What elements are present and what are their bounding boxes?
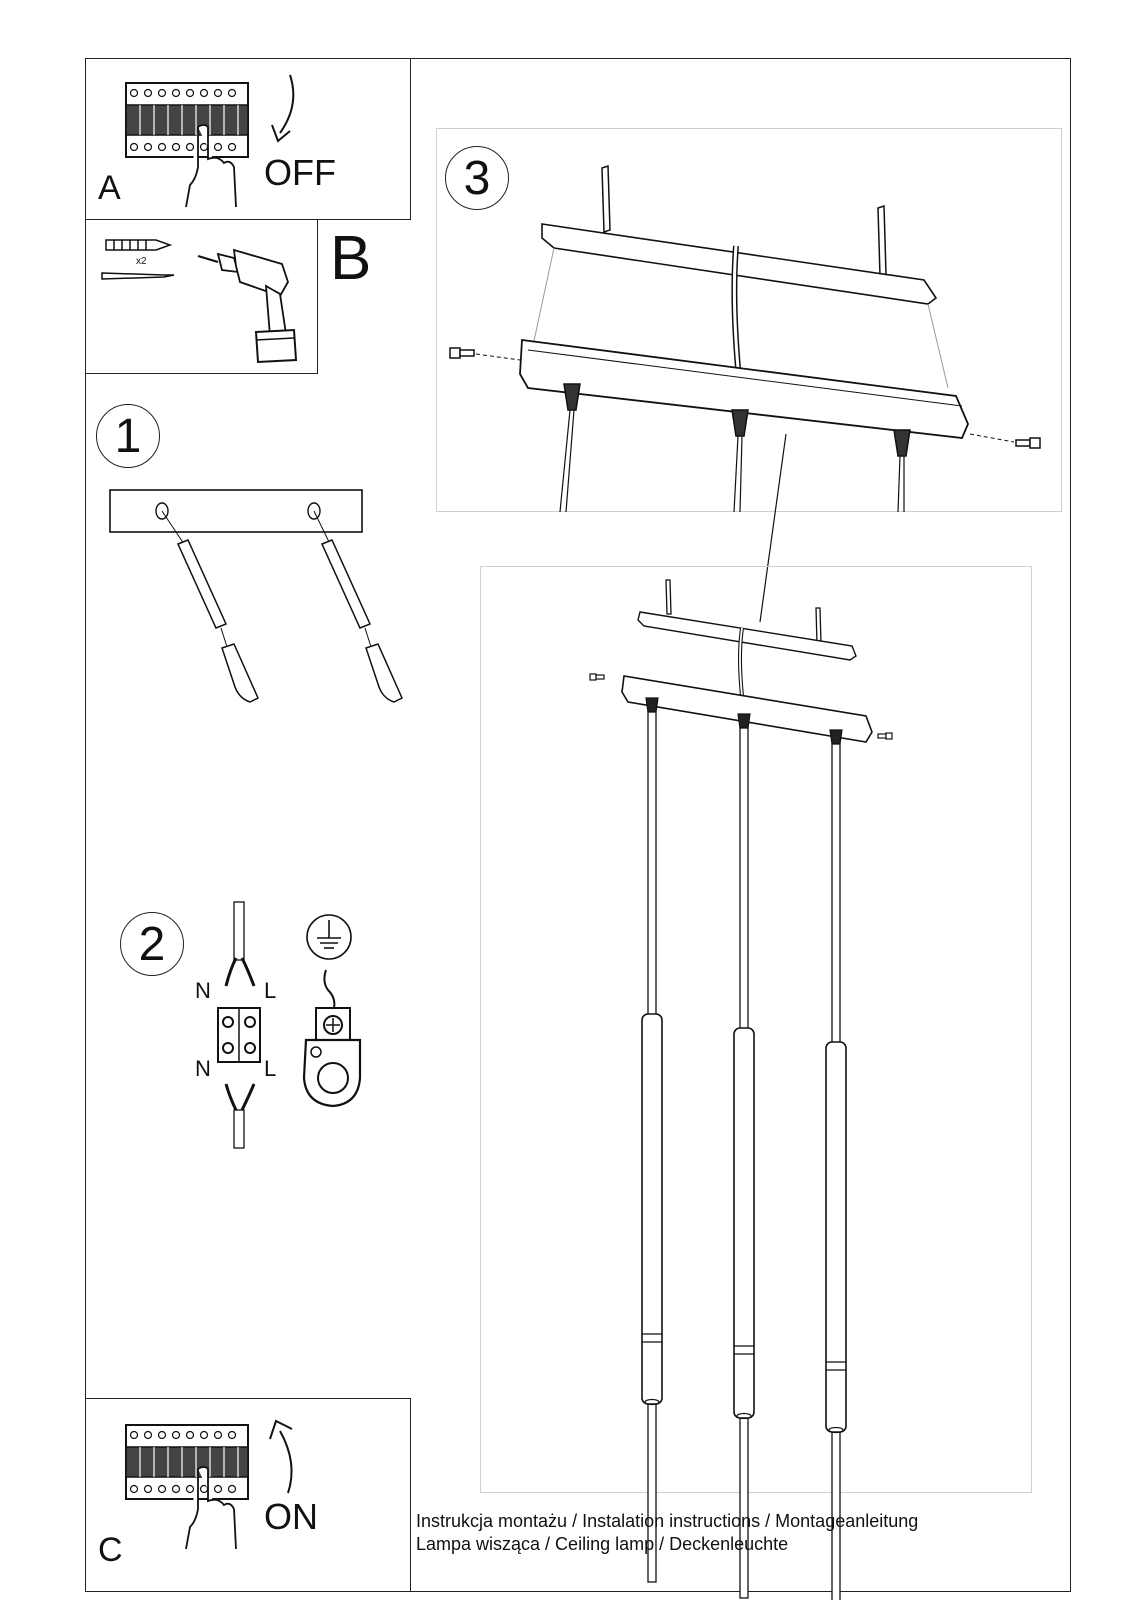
step-3-canopy-detail-diagram (449, 164, 1041, 513)
on-label: ON (264, 1496, 318, 1537)
wall-plug-icon (105, 239, 173, 251)
step-a-letter: A (98, 169, 121, 207)
circuit-breaker-off-icon (125, 82, 249, 208)
screw-icon (101, 272, 175, 280)
live-bottom-label: L (264, 1056, 277, 1081)
ground-terminal-diagram (302, 969, 362, 1108)
live-top-label: L (264, 978, 277, 1003)
step-c-letter: C (98, 1531, 123, 1569)
off-label: OFF (264, 152, 336, 193)
step-b-letter: B (330, 224, 372, 293)
pendant-lamp-assembly-diagram (589, 579, 893, 1600)
instruction-sheet-frame (85, 58, 1071, 1592)
ground-symbol-icon (306, 914, 352, 960)
power-drill-icon (197, 248, 298, 364)
arrow-up-icon (269, 1419, 293, 1494)
caption-line-2: Lampa wisząca / Ceiling lamp / Deckenleu… (416, 1534, 789, 1555)
step-2-terminal-block-diagram (217, 901, 261, 1149)
document-caption: Instrukcja montażu / Instalation instruc… (416, 1510, 918, 1557)
full-lamp-panel (480, 566, 1032, 1493)
quantity-label: x2 (136, 256, 147, 267)
caption-line-1: Instrukcja montażu / Instalation instruc… (416, 1511, 919, 1531)
arrow-down-icon (271, 74, 295, 143)
step-1-mounting-bracket-diagram (109, 489, 403, 703)
step-3-detail-panel (436, 128, 1062, 512)
step-2-number: 2 (120, 912, 184, 976)
neutral-bottom-label: N (195, 1056, 211, 1081)
screw-icon (449, 347, 1041, 449)
neutral-top-label: N (195, 978, 211, 1003)
circuit-breaker-on-icon (125, 1424, 249, 1550)
step-c-box: ON C (85, 1398, 411, 1592)
step-1-number: 1 (96, 404, 160, 468)
step-3-number: 3 (445, 146, 509, 210)
step-b-box: x2 (85, 219, 318, 374)
